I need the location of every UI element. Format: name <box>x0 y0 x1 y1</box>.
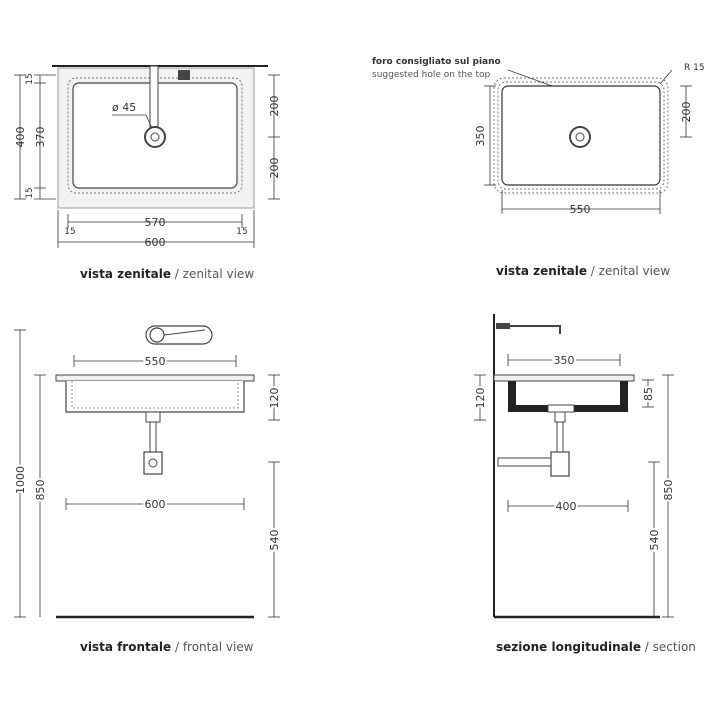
caption-it: vista zenitale <box>80 267 171 281</box>
dim-15-bottom-label: 15 <box>25 187 35 198</box>
caption-section: sezione longitudinale / section <box>496 640 696 654</box>
dim-540-label: 540 <box>268 530 281 551</box>
dim-1000-label: 1000 <box>14 466 27 494</box>
dim-370-label: 370 <box>34 127 47 148</box>
note-hole-en: suggested hole on the top <box>372 70 491 80</box>
dim-120-label: 120 <box>268 388 281 409</box>
hole-diameter-label: ø 45 <box>112 101 136 114</box>
dim-15-right-label: 15 <box>236 227 247 237</box>
frontal-dims <box>14 329 280 618</box>
caption-zenital-left: vista zenitale / zenital view <box>80 267 254 281</box>
dim-15-left-label: 15 <box>64 227 75 237</box>
frontal-view-basin <box>55 325 255 619</box>
dim-550-front-label: 550 <box>145 355 166 368</box>
caption-separator: / <box>644 640 649 654</box>
zenital-right-dims <box>268 74 280 200</box>
section-dims <box>474 354 674 618</box>
cutout-dims <box>484 85 692 214</box>
caption-en: zenital view <box>182 267 255 281</box>
dim-600-label: 600 <box>145 236 166 249</box>
dim-570-label: 570 <box>145 216 166 229</box>
caption-separator: / <box>174 267 179 281</box>
caption-en: zenital view <box>598 264 671 278</box>
radius-label: R 15 <box>684 63 705 73</box>
caption-separator: / <box>590 264 595 278</box>
caption-en: frontal view <box>182 640 254 654</box>
dim-400-label: 400 <box>14 127 27 148</box>
caption-it: sezione longitudinale <box>496 640 641 654</box>
note-hole-it: foro consigliato sul piano <box>372 57 501 67</box>
dim-350-section-label: 350 <box>554 354 575 367</box>
section-view-basin <box>493 314 660 619</box>
zenital-left-dims <box>14 74 56 200</box>
caption-en: section <box>652 640 696 654</box>
caption-zenital-right: vista zenitale / zenital view <box>496 264 670 278</box>
dim-15-top-label: 15 <box>25 73 35 84</box>
dim-200-label: 200 <box>680 102 693 123</box>
dim-200-lower-label: 200 <box>268 158 281 179</box>
dim-600-front-label: 600 <box>145 498 166 511</box>
caption-frontal: vista frontale / frontal view <box>80 640 254 654</box>
zenital-view-basin <box>52 65 268 209</box>
dim-550-label: 550 <box>570 203 591 216</box>
caption-separator: / <box>174 640 179 654</box>
dim-200-upper-label: 200 <box>268 96 281 117</box>
dim-120-section-label: 120 <box>474 388 487 409</box>
caption-it: vista zenitale <box>496 264 587 278</box>
dim-85-label: 85 <box>642 387 655 401</box>
dim-400-section-label: 400 <box>556 500 577 513</box>
caption-it: vista frontale <box>80 640 172 654</box>
dim-350-label: 350 <box>474 126 487 147</box>
dim-850-section-label: 850 <box>662 480 675 501</box>
zenital-bottom-dims <box>57 210 255 248</box>
dim-850-label: 850 <box>34 480 47 501</box>
cutout-view-basin <box>493 69 673 194</box>
dim-540-section-label: 540 <box>648 530 661 551</box>
